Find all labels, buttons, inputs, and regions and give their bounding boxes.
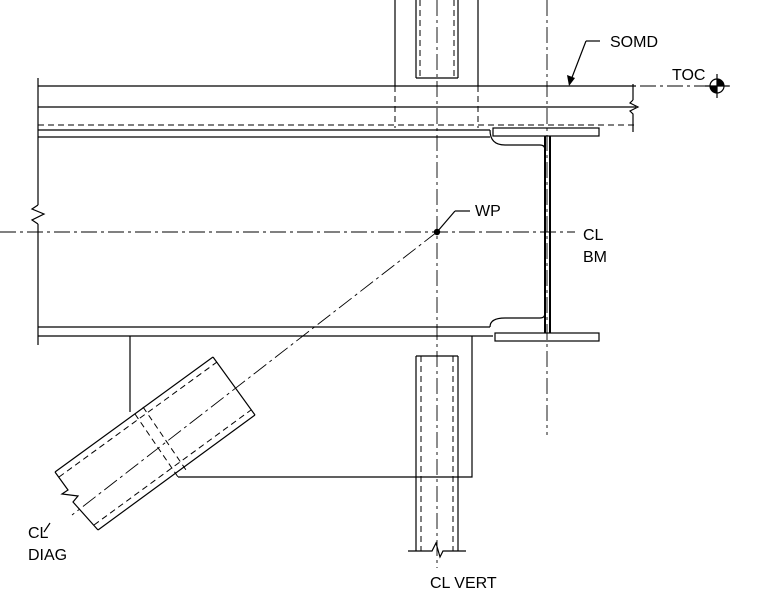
toc-elevation-symbol-icon xyxy=(705,74,729,98)
left-break-line xyxy=(30,78,46,345)
slab-deck xyxy=(38,84,640,132)
toc-label: TOC xyxy=(672,67,705,84)
lower-vertical-column xyxy=(408,355,466,559)
gusset-plate xyxy=(129,336,473,478)
cl-diag-leader xyxy=(43,522,51,533)
cl-bm-label-line1: CL xyxy=(583,227,604,244)
wp-label: WP xyxy=(475,203,501,220)
diagonal-brace xyxy=(54,356,256,531)
horizontal-beam xyxy=(38,136,493,337)
cl-diag-label-line2: DIAG xyxy=(28,547,67,564)
cl-bm-label-line2: BM xyxy=(583,249,607,266)
center-lines xyxy=(0,0,730,568)
somd-label: SOMD xyxy=(610,34,658,51)
work-point-marker xyxy=(433,210,470,236)
upper-vertical-column xyxy=(394,0,479,128)
cl-vert-label: CL VERT xyxy=(430,575,497,592)
cl-diag-label-line1: CL xyxy=(28,525,49,542)
somd-leader-arrow xyxy=(567,40,600,86)
